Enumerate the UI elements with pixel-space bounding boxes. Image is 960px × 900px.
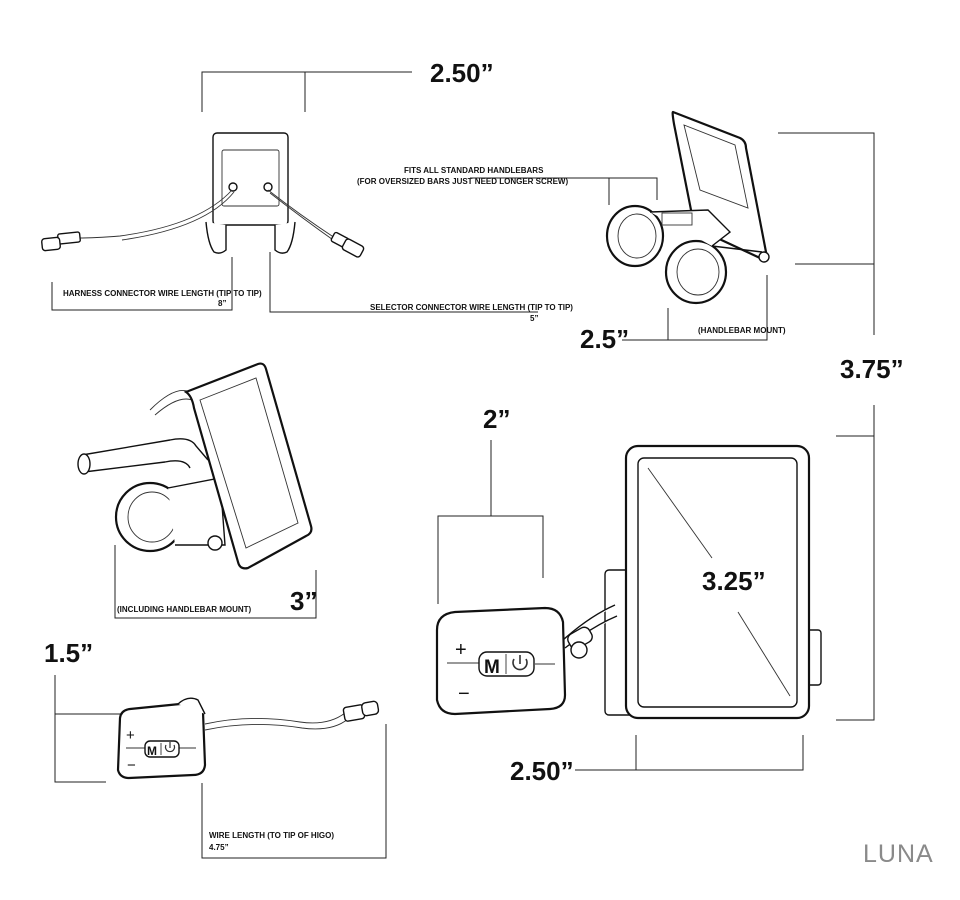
including-mount-note: (INCLUDING HANDLEBAR MOUNT) bbox=[117, 605, 252, 614]
handlebars-note-line1: FITS ALL STANDARD HANDLEBARS bbox=[404, 166, 544, 175]
front-remote-minus: − bbox=[458, 683, 470, 705]
handlebars-note-line2: (FOR OVERSIZED BARS JUST NEED LONGER SCR… bbox=[357, 177, 568, 186]
remote-mode: M bbox=[147, 744, 157, 758]
remote-minus: − bbox=[127, 757, 136, 774]
wire-length-value: 4.75” bbox=[209, 843, 229, 852]
screen-diagonal-label: 3.25” bbox=[702, 566, 766, 596]
button-width-label: 2” bbox=[483, 404, 510, 434]
power-icon bbox=[512, 655, 528, 671]
handlebar-mount-note: (HANDLEBAR MOUNT) bbox=[698, 326, 786, 335]
mount-height-label: 2.5” bbox=[580, 324, 629, 354]
harness-label: HARNESS CONNECTOR WIRE LENGTH (TIP TO TI… bbox=[63, 289, 262, 298]
side-depth-label: 3” bbox=[290, 586, 317, 616]
overall-height-label: 3.75” bbox=[840, 354, 904, 384]
display-mount-view: FITS ALL STANDARD HANDLEBARS (FOR OVERSI… bbox=[357, 110, 904, 721]
display-front-with-wires: 2.50” HARNESS CONNECTOR WIRE LENGTH (TIP… bbox=[41, 58, 573, 323]
display-side-view: (INCLUDING HANDLEBAR MOUNT) 3” bbox=[77, 362, 317, 619]
selector-label: SELECTOR CONNECTOR WIRE LENGTH (TIP TO T… bbox=[370, 303, 573, 312]
front-remote-mode: M bbox=[484, 657, 500, 678]
luna-logo: LUNA bbox=[863, 840, 934, 868]
front-remote-plus: + bbox=[455, 639, 467, 661]
selector-value: 5” bbox=[530, 314, 538, 323]
display-width-label: 2.50” bbox=[510, 756, 574, 786]
remote-height-label: 1.5” bbox=[44, 638, 93, 668]
remote-plus: + bbox=[126, 727, 135, 744]
top-width-label: 2.50” bbox=[430, 58, 494, 88]
remote-with-wire: 1.5” + − M WIRE LENGTH (TO TIP OF HIGO) … bbox=[44, 638, 387, 859]
remote-power-icon bbox=[164, 742, 176, 753]
harness-value: 8” bbox=[218, 299, 226, 308]
display-front-view: 2” 3.25” + − M 2.50” bbox=[435, 404, 822, 786]
wire-length-label: WIRE LENGTH (TO TIP OF HIGO) bbox=[209, 831, 334, 840]
